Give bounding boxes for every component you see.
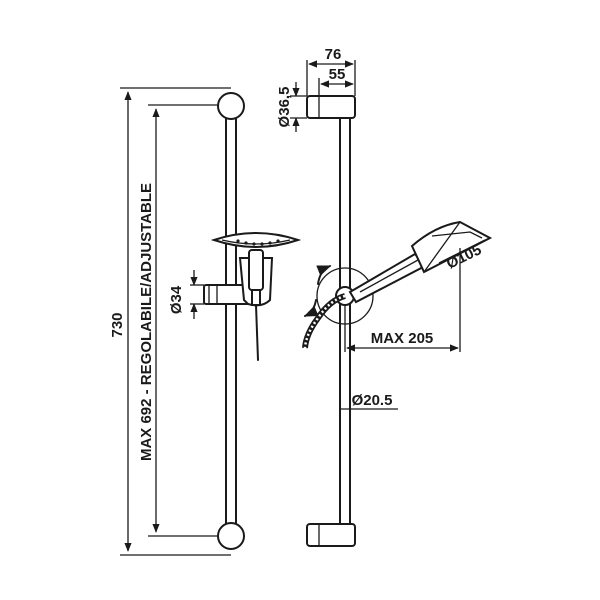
slide-bar-front (225, 109, 237, 531)
side-view: 76 55 Ø36,5 Ø105 (276, 46, 493, 547)
dim-76-label: 76 (325, 46, 342, 63)
dim-692-label: MAX 692 - REGOLABILE/ADJUSTABLE (138, 183, 155, 461)
bottom-bracket-side (306, 523, 356, 547)
dim-105-line (438, 239, 486, 264)
dim-205-label: MAX 205 (371, 330, 434, 347)
handshower-head-front (210, 232, 302, 248)
hose-nut-front (251, 289, 261, 306)
dim-34-label: Ø34 (168, 285, 185, 314)
front-view: 730 MAX 692 - REGOLABILE/ADJUSTABLE Ø34 (109, 87, 302, 556)
handle-side (348, 252, 427, 304)
dim-365-label: Ø36,5 (276, 87, 293, 128)
rotation-arrow-down (303, 299, 319, 317)
spray-nozzles (236, 239, 280, 246)
dim-bar-label: Ø20.5 (352, 392, 393, 409)
head-detail (431, 231, 483, 239)
head-face (423, 221, 461, 273)
head-side (410, 220, 493, 274)
bottom-bracket-front (217, 522, 245, 550)
dim-55-label: 55 (329, 66, 346, 83)
top-bracket-side (306, 95, 356, 119)
dim-730-label: 730 (109, 312, 126, 337)
rotation-arrow-up (316, 265, 332, 285)
top-bracket-front (217, 92, 245, 120)
head-face-curve (221, 239, 291, 245)
hose-ribbing (255, 304, 259, 361)
handle-detail (359, 259, 419, 293)
hose-ribbing-side (303, 294, 346, 349)
handle-front (248, 249, 264, 291)
